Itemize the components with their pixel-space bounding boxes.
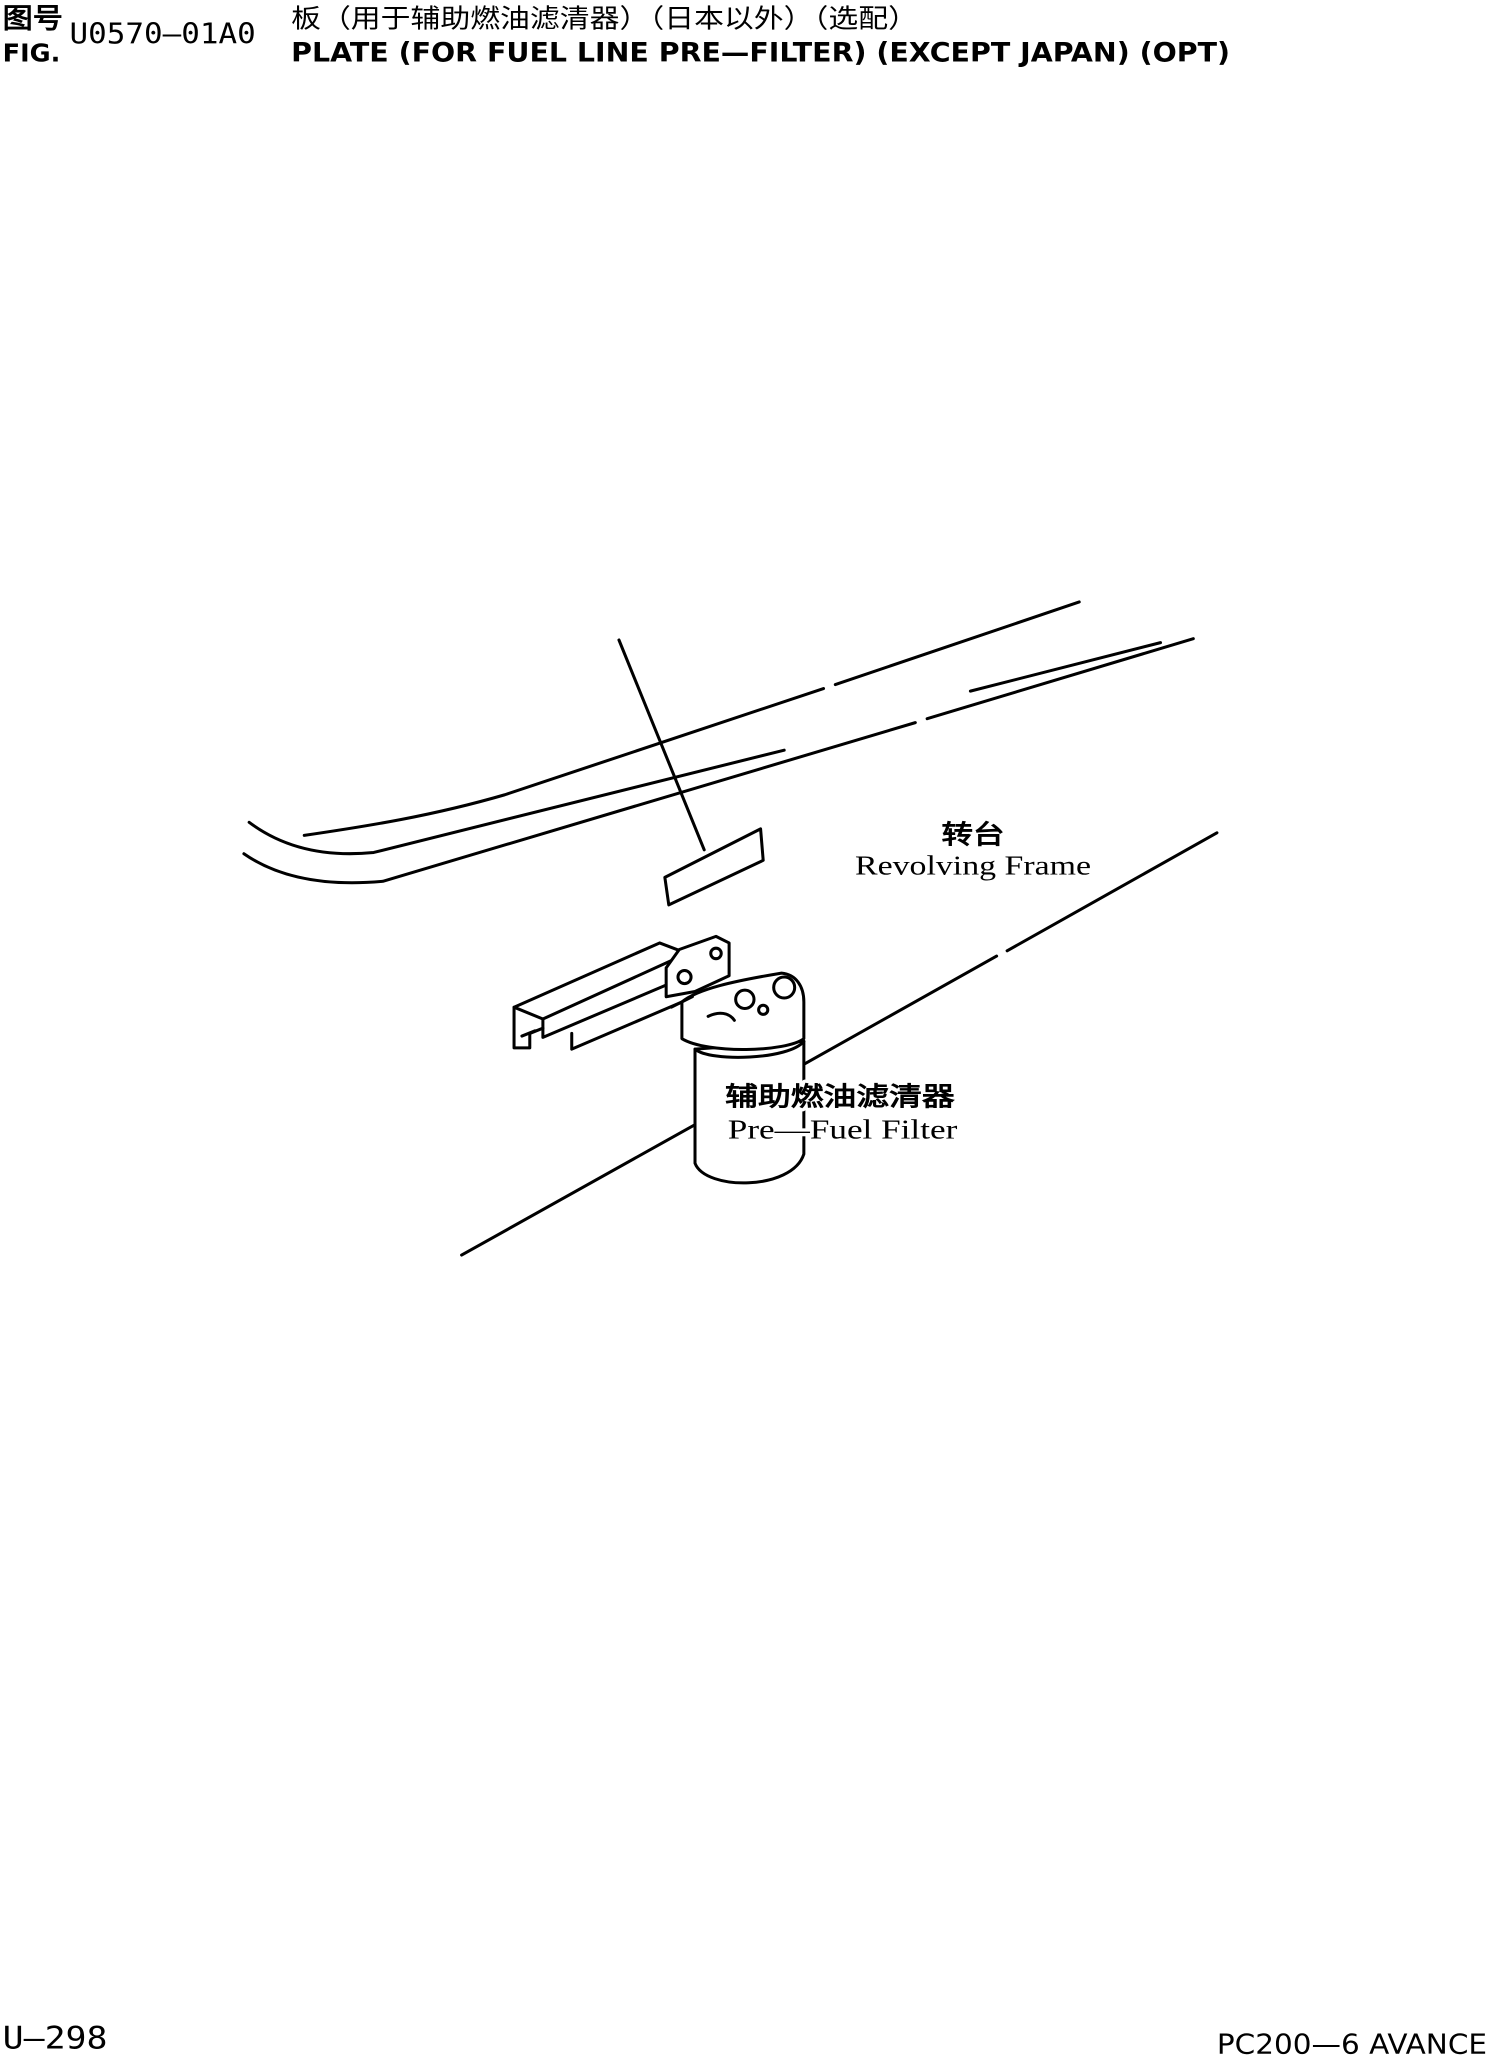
bolt-hole: [676, 968, 693, 986]
illustration: 转台 Revolving Frame 辅助燃油滤清器 Pre—Fuel Filt…: [242, 600, 1219, 1257]
frame-label-cn: 转台: [942, 819, 1005, 850]
filter-label-cn: 辅助燃油滤清器: [725, 1083, 955, 1113]
revolving-frame-outline: [242, 600, 1219, 1257]
plate: [663, 827, 765, 907]
leader-line: [617, 638, 706, 852]
outlet-port: [772, 975, 797, 1000]
bolt-hole: [709, 946, 723, 961]
frame-top-edge: [302, 600, 1081, 837]
vent-plug: [757, 1003, 770, 1016]
fig-label-en: FIG.: [3, 39, 61, 68]
title-en: PLATE (FOR FUEL LINE PRE—FILTER) (EXCEPT…: [291, 39, 1230, 69]
fig-number: U0570—01A0: [70, 16, 256, 50]
page-header: 图号 FIG. U0570—01A0 板（用于辅助燃油滤清器）（日本以外）（选配…: [3, 3, 1230, 69]
frame-rim-inner-edge: [247, 641, 1163, 856]
title-cn: 板（用于辅助燃油滤清器）（日本以外）（选配）: [291, 5, 918, 35]
filter-head: [664, 934, 806, 1052]
fig-label-cn: 图号: [3, 3, 63, 35]
frame-lower-edge: [460, 831, 1219, 1257]
pre-fuel-filter: [512, 934, 806, 1185]
inlet-port: [734, 988, 756, 1011]
filter-cylinder: [693, 1039, 806, 1185]
page-footer: U—298 PC200—6 AVANCE: [3, 2021, 1487, 2059]
model-name: PC200—6 AVANCE: [1217, 2029, 1487, 2059]
page-number: U—298: [3, 2021, 108, 2057]
filter-bracket: [512, 941, 689, 1051]
frame-label-en: Revolving Frame: [855, 850, 1091, 881]
filter-label-en: Pre—Fuel Filter: [728, 1113, 957, 1144]
frame-rim-outer-edge: [242, 637, 1195, 885]
